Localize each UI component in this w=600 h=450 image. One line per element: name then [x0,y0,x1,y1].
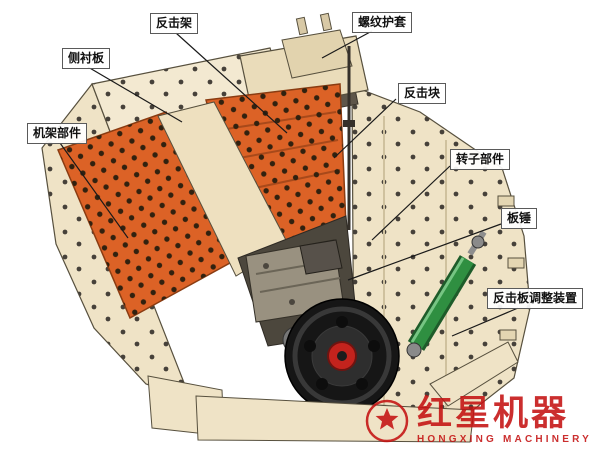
label-rotor-parts: 转子部件 [450,149,511,171]
label-impact-frame: 反击架 [150,13,199,35]
watermark: 红星机器 HONGXING MACHINERY [364,396,592,445]
label-blow-bar: 板锤 [501,208,538,230]
label-impact-block: 反击块 [398,83,447,105]
leader-lines [59,30,519,337]
hydraulic-adjuster [406,230,487,358]
blow-bar-part [299,239,343,275]
label-frame-parts: 机架部件 [27,123,88,145]
hongxing-logo-icon [365,399,409,442]
label-side-liner: 侧衬板 [62,48,111,70]
label-impact-plate-adjustment: 反击板调整装置 [487,288,584,310]
watermark-brand-cn: 红星机器 [416,394,569,433]
impact-frame-liner [157,83,347,285]
label-threaded-sleeve: 螺纹护套 [352,12,413,34]
tie-rod [343,46,355,230]
rotor-assembly [245,239,345,354]
watermark-brand-en: HONGXING MACHINERY [416,434,592,445]
